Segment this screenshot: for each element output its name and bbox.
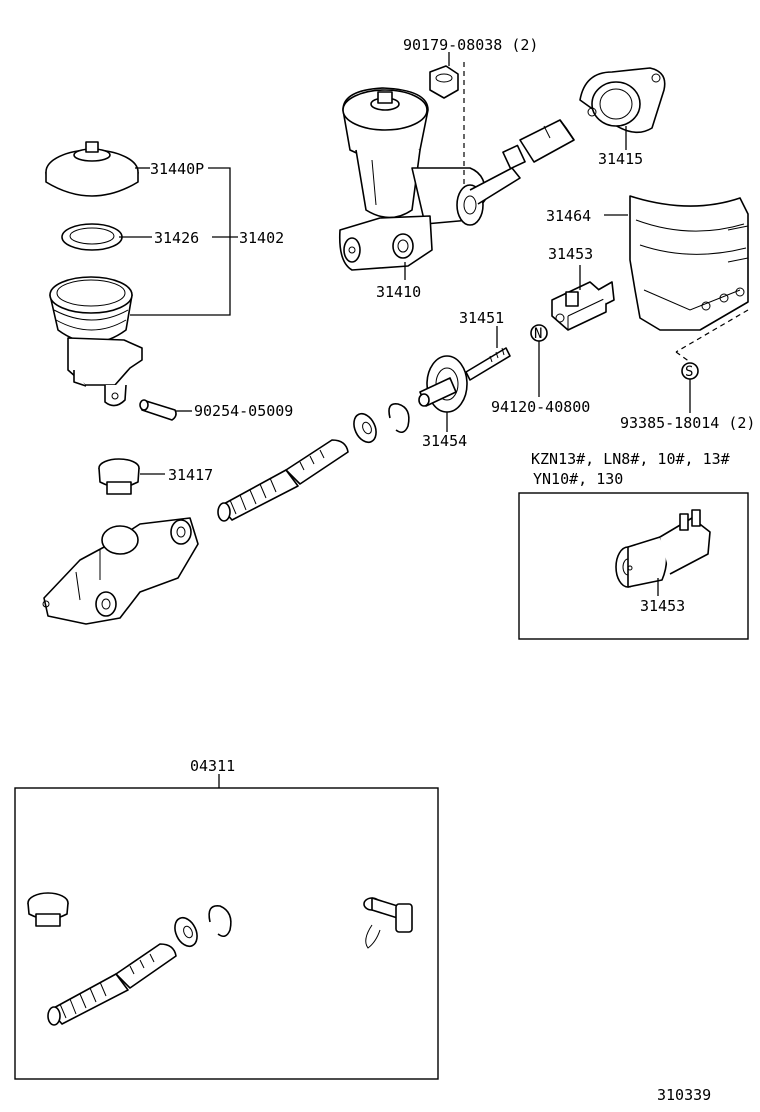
master-cylinder-assembly-drawing [338,87,575,271]
label-31440p: 31440P [150,160,204,178]
variant-switch-drawing [615,509,711,588]
label-31426: 31426 [154,229,199,247]
label-31410: 31410 [376,283,421,301]
label-90254: 90254-05009 [194,402,293,420]
switch-drawing [551,281,615,331]
cylinder-body-drawing [42,517,199,625]
label-31464: 31464 [546,207,591,225]
variant-note-line2: YN10#, 130 [533,470,623,488]
nut-n-badge: N [530,324,548,342]
kit-plug-drawing [27,892,69,927]
reservoir-seal-drawing [61,223,123,251]
variant-inset-box [518,492,749,640]
nut-drawing [429,65,459,99]
pin-drawing [139,399,177,421]
repair-kit-box [14,787,439,1080]
reservoir-cap-drawing [45,141,139,197]
label-31453-main: 31453 [548,245,593,263]
label-31402: 31402 [239,229,284,247]
label-93385: 93385-18014 (2) [620,414,755,432]
badge-s-text: S [685,364,693,380]
diagram-id: 310339 [657,1086,711,1104]
label-31453-variant: 31453 [640,597,685,615]
washer-drawing [353,412,377,444]
kit-clevis-pin-drawing [363,897,413,949]
kit-washer-drawing [174,916,198,948]
plug-drawing [98,458,140,495]
plate-drawing [629,195,749,331]
reservoir-body-drawing [49,276,143,407]
bolt-s-badge: S [681,362,699,380]
kit-piston-drawing [47,943,177,1026]
boot-drawing [579,67,666,134]
piston-drawing [217,439,349,522]
label-31415: 31415 [598,150,643,168]
label-31451: 31451 [459,309,504,327]
kit-snap-ring-drawing [208,905,232,938]
yoke-drawing [418,355,468,413]
label-90179: 90179-08038 (2) [403,36,538,54]
pushrod-drawing [465,347,511,381]
badge-n-text: N [534,326,542,342]
snap-ring-drawing [388,402,410,434]
label-94120: 94120-40800 [491,398,590,416]
label-04311: 04311 [190,757,235,775]
label-31417: 31417 [168,466,213,484]
variant-note-line1: KZN13#, LN8#, 10#, 13# [531,450,730,468]
label-31454: 31454 [422,432,467,450]
